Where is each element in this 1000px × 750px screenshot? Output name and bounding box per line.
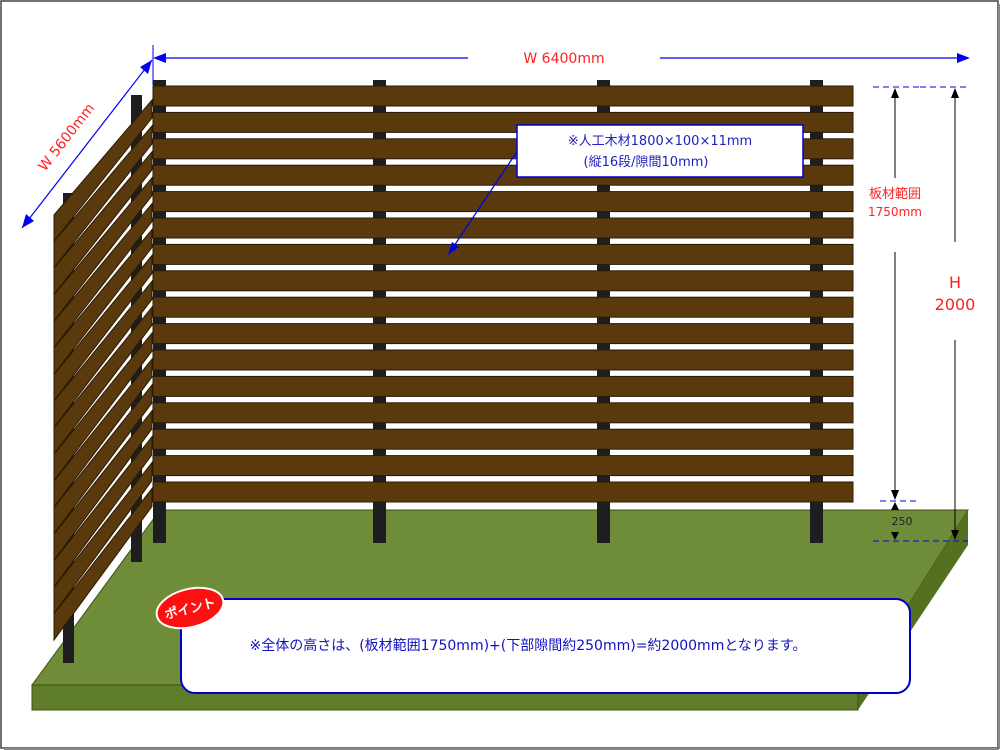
note-line-1: ※人工木材1800×100×11mm [568, 134, 752, 149]
front-board [152, 481, 854, 503]
board-range-value: 1750mm [868, 205, 922, 219]
side-board [53, 98, 153, 243]
arrowhead [891, 532, 899, 540]
front-board [152, 296, 854, 318]
front-board [152, 270, 854, 292]
note-line-2: (縦16段/隙間10mm) [584, 155, 709, 170]
arrowhead [891, 88, 899, 98]
side-board [53, 254, 153, 403]
height-value: 2000 [935, 295, 976, 314]
front-board [152, 402, 854, 424]
arrowhead [951, 88, 959, 98]
front-board [152, 323, 854, 345]
side-board [53, 435, 153, 589]
point-box [180, 598, 911, 694]
side-board [53, 331, 153, 482]
arrowhead [957, 53, 970, 63]
side-board [53, 357, 153, 509]
front-board [152, 375, 854, 397]
height-label: H [949, 273, 961, 292]
front-board [152, 243, 854, 265]
front-board [152, 85, 854, 107]
arrowhead [891, 490, 899, 500]
point-badge-shape [155, 586, 225, 630]
side-board [53, 176, 153, 323]
side-board [53, 202, 153, 349]
point-callout: ポイント ※全体の高さは、(板材範囲1750mm)+(下部隙間約250mm)=約… [155, 586, 911, 694]
note-box [516, 124, 804, 178]
side-board [53, 461, 153, 615]
width-label: W 6400mm [523, 51, 604, 67]
bottom-gap-dimension: 250 [891, 502, 913, 540]
side-board [53, 279, 153, 429]
side-board [53, 409, 153, 562]
arrowhead [891, 502, 899, 510]
point-badge: ポイント [155, 586, 225, 630]
front-board [152, 455, 854, 477]
point-text: ※全体の高さは、(板材範囲1750mm)+(下部隙間約250mm)=約2000m… [249, 637, 806, 654]
arrowhead [22, 214, 34, 228]
side-board [53, 487, 153, 642]
height-dimension: H 2000 [873, 86, 976, 542]
side-board [53, 305, 153, 456]
side-fence [53, 95, 153, 663]
arrowhead [448, 242, 459, 255]
side-board [53, 228, 153, 376]
width-dimension: W 6400mm [152, 45, 970, 85]
front-board [152, 349, 854, 371]
depth-dim-line [21, 59, 153, 229]
board-range-label: 板材範囲 [869, 187, 921, 202]
note-leader-line [449, 149, 519, 253]
front-fence [152, 80, 854, 543]
board-range-dimension: 板材範囲 1750mm [868, 86, 922, 502]
side-board [53, 150, 153, 296]
bottom-gap-label: 250 [892, 515, 913, 528]
front-board [152, 191, 854, 213]
material-note: ※人工木材1800×100×11mm (縦16段/隙間10mm) [448, 124, 804, 255]
arrowhead [951, 530, 959, 540]
front-board [152, 428, 854, 450]
arrowhead [153, 53, 166, 63]
front-board [152, 217, 854, 239]
side-board [53, 383, 153, 536]
arrowhead [140, 60, 152, 74]
side-board [53, 124, 153, 270]
